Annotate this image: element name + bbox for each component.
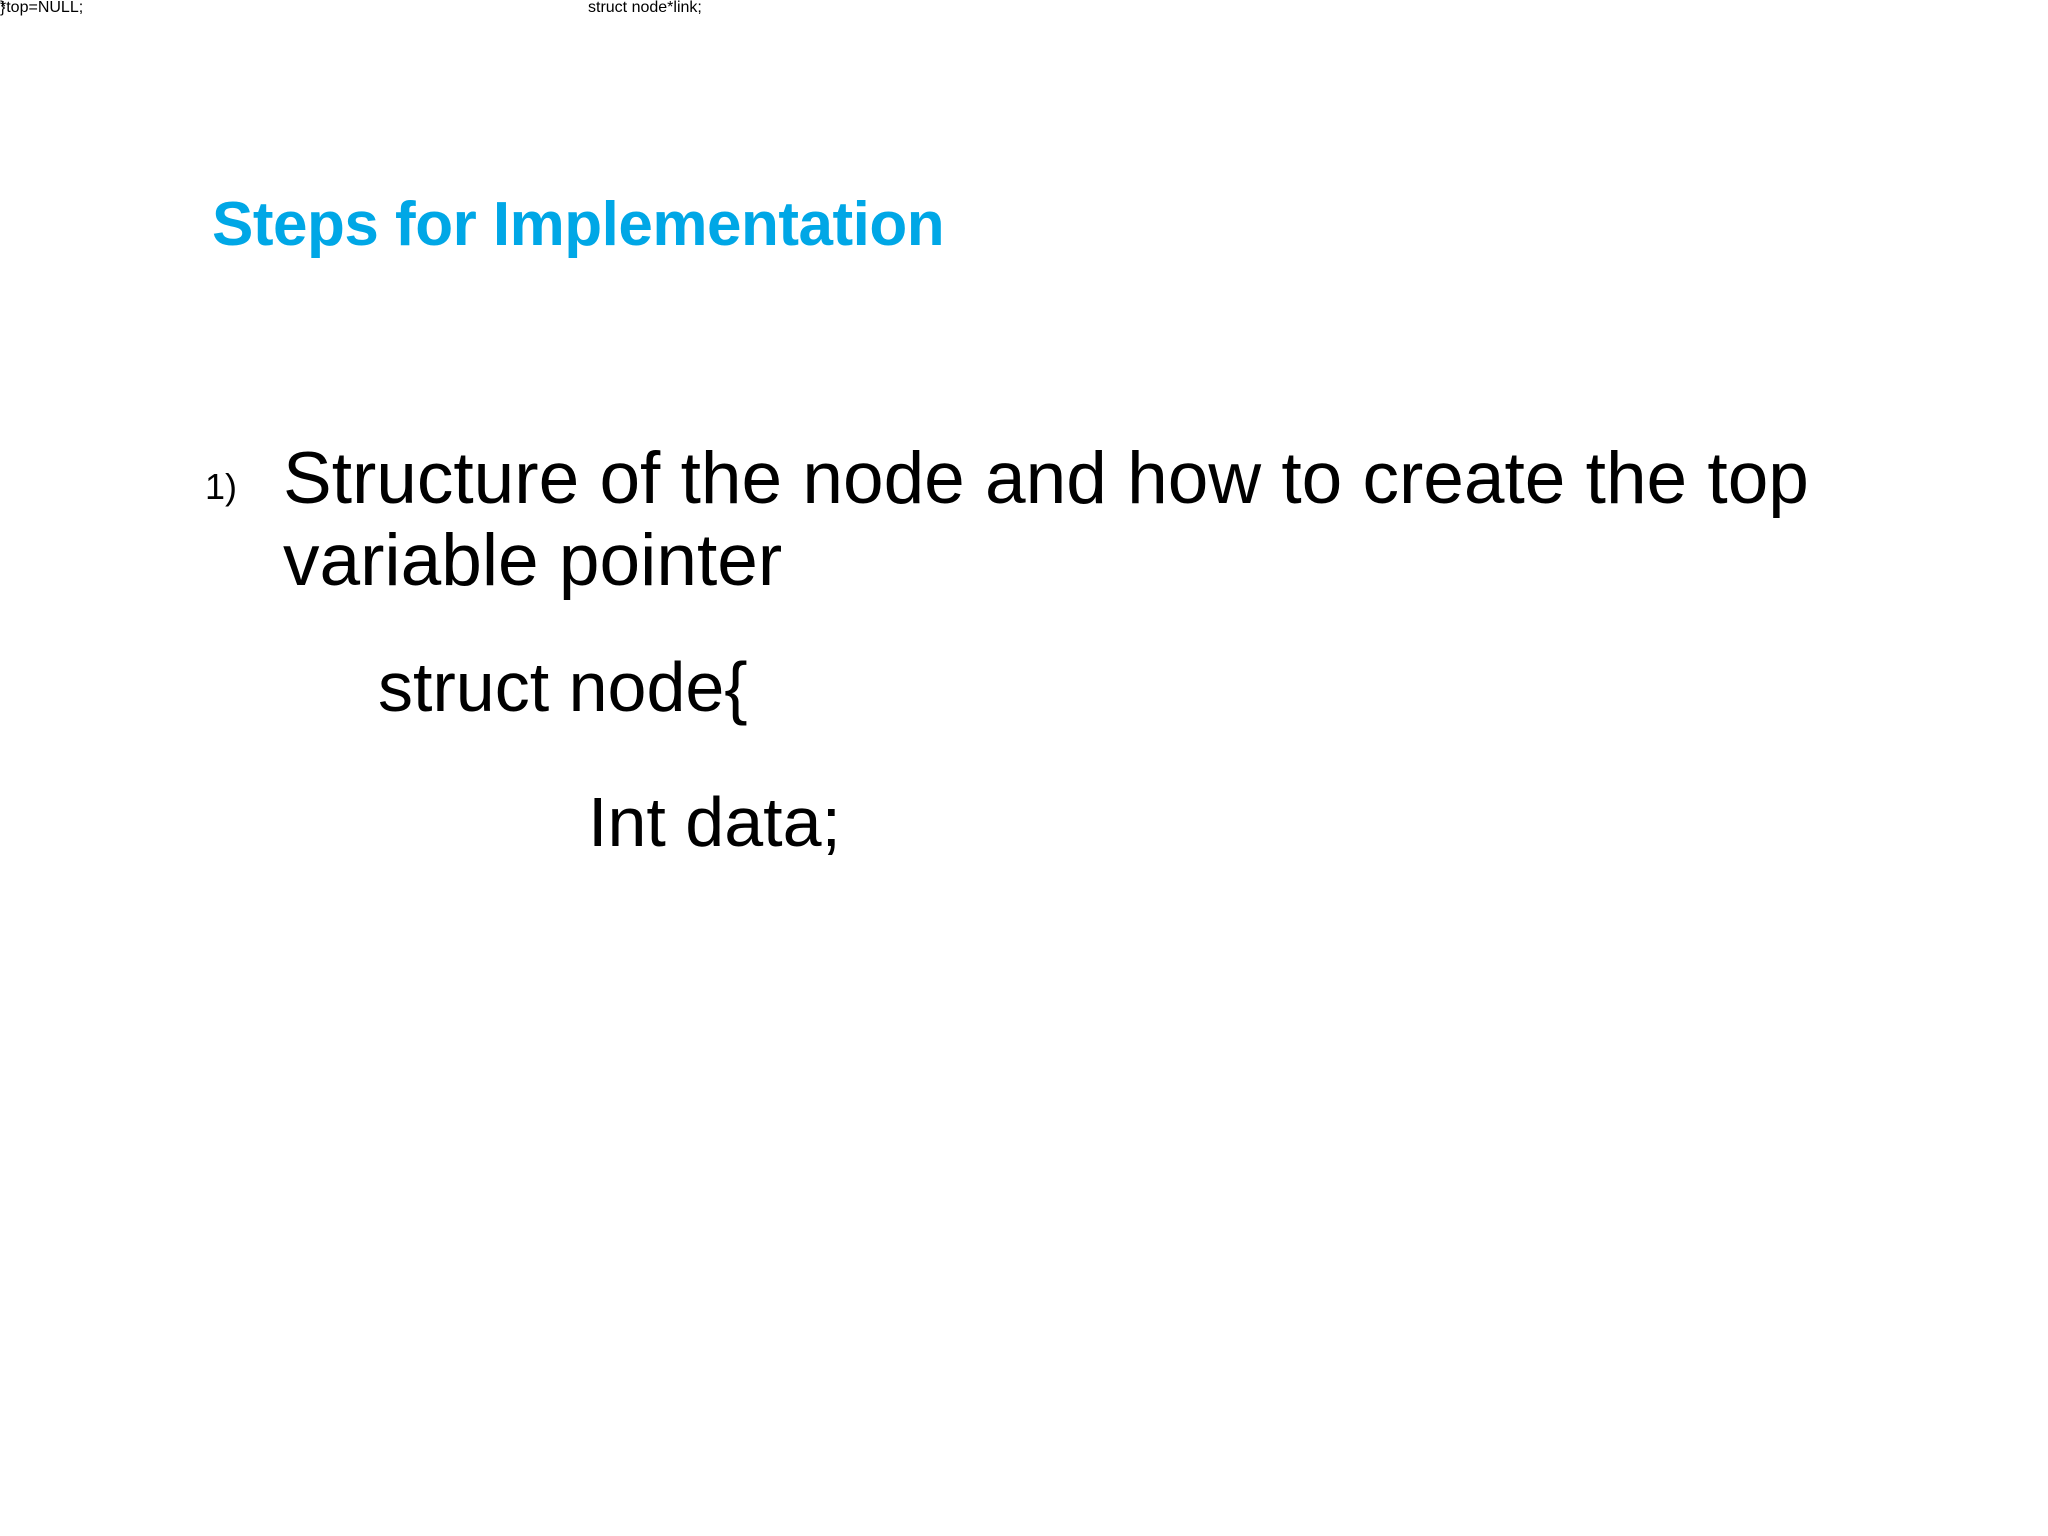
code-line-struct-node-link: struct node*link; (588, 0, 702, 16)
code-line-int-data: Int data; (588, 783, 841, 861)
code-line-struct-open: struct node{ (378, 648, 748, 726)
page-title: Steps for Implementation (212, 190, 945, 259)
list-item-marker: 1) (205, 466, 238, 507)
code-line-top-null: *top=NULL; (0, 0, 84, 16)
list-item-text: Structure of the node and how to create … (283, 438, 1809, 602)
code-line-close-brace: } (0, 0, 6, 16)
